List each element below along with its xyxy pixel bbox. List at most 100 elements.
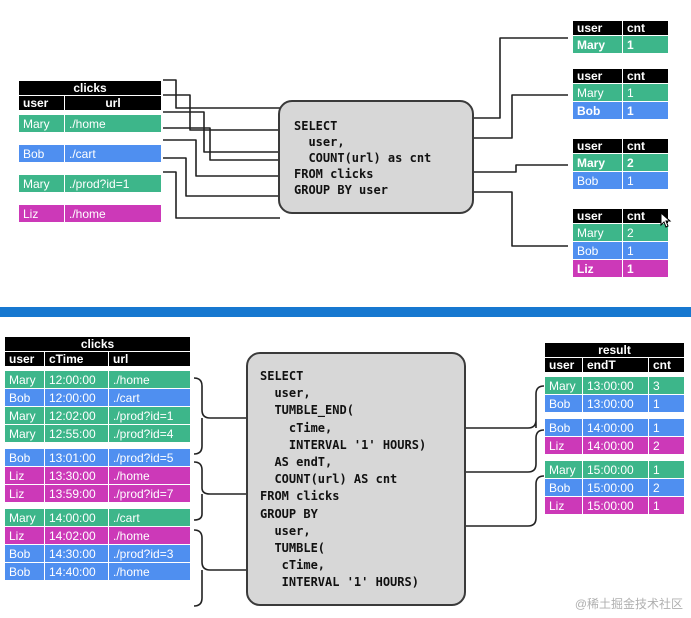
cell-cnt: 1 — [622, 101, 669, 120]
cell-url: ./home — [108, 370, 191, 389]
cell-user: Bob — [572, 171, 623, 190]
cell-ctime: 12:55:00 — [44, 424, 109, 443]
connector-line — [193, 377, 246, 455]
cell-user: Mary — [572, 153, 623, 172]
cell-endt: 15:00:00 — [582, 496, 649, 515]
column-header-ctime: cTime — [44, 351, 109, 367]
clicks-table-top: clicks user url Mary ./home Bob ./cart M… — [18, 80, 162, 223]
cell-user: Liz — [4, 526, 45, 545]
cell-url: ./home — [108, 562, 191, 581]
cell-cnt: 1 — [622, 35, 669, 54]
cell-url: ./prod?id=5 — [108, 448, 191, 467]
cell-url: ./home — [64, 204, 162, 223]
sql-query-text: SELECT user, TUMBLE_END( cTime, INTERVAL… — [260, 369, 427, 590]
table-row: Liz ./home — [18, 204, 162, 223]
column-header-cnt: cnt — [622, 68, 669, 84]
column-header-user: user — [544, 357, 583, 373]
cell-cnt: 1 — [647, 460, 686, 479]
cell-endt: 13:00:00 — [582, 394, 649, 413]
connector-line — [193, 461, 246, 521]
table-row: Mary ./prod?id=1 — [18, 174, 162, 193]
cell-cnt: 1 — [622, 171, 669, 190]
cell-user: Mary — [18, 174, 65, 193]
cell-user: Bob — [4, 544, 45, 563]
cell-cnt: 1 — [647, 418, 686, 437]
cell-endt: 14:00:00 — [582, 436, 649, 455]
cell-url: ./home — [108, 466, 191, 485]
cell-user: Mary — [572, 83, 623, 102]
connector-line — [163, 171, 280, 219]
cell-user: Bob — [544, 394, 583, 413]
cell-ctime: 12:00:00 — [44, 370, 109, 389]
sql-query-box-top: SELECT user, COUNT(url) as cnt FROM clic… — [278, 100, 474, 214]
connector-line — [466, 429, 545, 473]
cell-cnt: 3 — [647, 376, 686, 395]
cell-ctime: 12:02:00 — [44, 406, 109, 425]
mouse-cursor-icon — [660, 212, 672, 228]
cell-ctime: 14:02:00 — [44, 526, 109, 545]
column-header-user: user — [18, 95, 65, 111]
cell-ctime: 14:00:00 — [44, 508, 109, 527]
column-header-user: user — [572, 68, 623, 84]
connector-line — [474, 94, 568, 139]
cell-user: Bob — [18, 144, 65, 163]
cell-user: Bob — [572, 241, 623, 260]
cell-user: Bob — [544, 478, 583, 497]
cell-cnt: 1 — [622, 259, 669, 278]
column-header-cnt: cnt — [622, 138, 669, 154]
cell-user: Bob — [572, 101, 623, 120]
cell-cnt: 1 — [622, 83, 669, 102]
connector-line — [474, 37, 568, 119]
cell-user: Bob — [4, 388, 45, 407]
column-header-user: user — [572, 208, 623, 224]
cell-user: Bob — [4, 562, 45, 581]
cell-cnt: 2 — [622, 153, 669, 172]
cell-endt: 15:00:00 — [582, 460, 649, 479]
column-header-url: url — [108, 351, 191, 367]
table-title: clicks — [4, 336, 191, 352]
cell-ctime: 14:40:00 — [44, 562, 109, 581]
table-title: result — [543, 342, 686, 358]
cell-user: Liz — [544, 496, 583, 515]
cell-endt: 14:00:00 — [582, 418, 649, 437]
cell-ctime: 12:00:00 — [44, 388, 109, 407]
cell-cnt: 1 — [622, 241, 669, 260]
sql-query-text: SELECT user, COUNT(url) as cnt FROM clic… — [294, 119, 432, 197]
cell-url: ./cart — [108, 388, 191, 407]
column-header-endt: endT — [582, 357, 649, 373]
table-title: clicks — [18, 80, 162, 96]
cell-ctime: 13:59:00 — [44, 484, 109, 503]
connector-line — [466, 475, 545, 527]
cell-user: Mary — [4, 406, 45, 425]
column-header-cnt: cnt — [622, 208, 669, 224]
cell-user: Bob — [4, 448, 45, 467]
connector-line — [474, 164, 568, 173]
connector-line — [474, 191, 568, 247]
connector-line — [163, 79, 280, 109]
cell-ctime: 13:01:00 — [44, 448, 109, 467]
cell-url: ./cart — [108, 508, 191, 527]
cell-cnt: 1 — [647, 496, 686, 515]
cell-user: Mary — [572, 223, 623, 242]
cell-cnt: 2 — [622, 223, 669, 242]
watermark: @稀土掘金技术社区 — [574, 597, 683, 611]
connector-line — [163, 111, 280, 153]
